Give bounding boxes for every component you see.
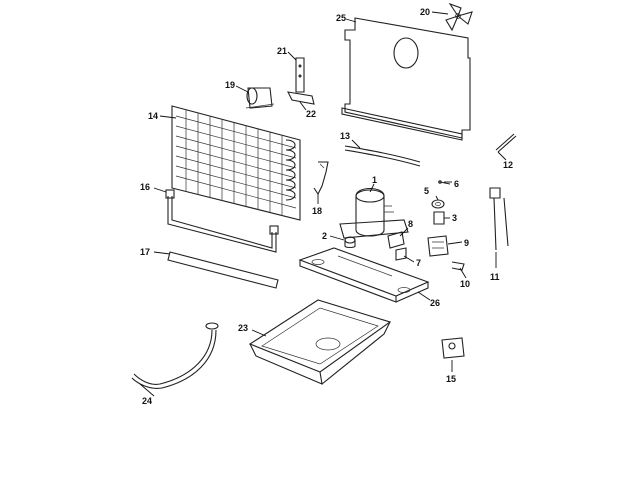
part-12-probe [495, 133, 517, 153]
part-23-drain-pan [248, 299, 392, 385]
callout-23: 23 [238, 323, 248, 333]
callout-24: 24 [142, 396, 152, 406]
part-16-tube [165, 189, 279, 253]
callout-25: 25 [336, 13, 346, 23]
part-9-relay [427, 235, 449, 257]
part-5-grommet [431, 199, 445, 209]
part-25-panel [341, 17, 471, 141]
callout-labels: 25 20 21 22 19 14 13 12 6 5 3 1 2 8 7 9 … [140, 7, 513, 406]
callout-8: 8 [408, 219, 413, 229]
callout-16: 16 [140, 182, 150, 192]
part-6-stud [438, 180, 451, 185]
callout-15: 15 [446, 374, 456, 384]
part-1-compressor [339, 187, 409, 239]
part-20-fan-blade [445, 2, 473, 32]
callout-2: 2 [322, 231, 327, 241]
part-7-connector [395, 247, 407, 261]
leader-lines [139, 11, 507, 397]
part-13-tube [344, 145, 421, 167]
part-8-connector [387, 231, 405, 249]
part-22-clip [287, 91, 315, 105]
callout-20: 20 [420, 7, 430, 17]
callout-12: 12 [503, 160, 513, 170]
callout-1: 1 [372, 175, 377, 185]
callout-19: 19 [225, 80, 235, 90]
callout-21: 21 [277, 46, 287, 56]
callout-9: 9 [464, 238, 469, 248]
callout-26: 26 [430, 298, 440, 308]
part-17-rail [167, 251, 279, 289]
part-18-harness [313, 161, 329, 196]
part-26-base [298, 247, 430, 303]
part-21-bracket [295, 57, 305, 93]
callout-5: 5 [424, 186, 429, 196]
part-2-grommet [344, 236, 356, 249]
callout-14: 14 [148, 111, 158, 121]
part-11-probe [489, 187, 509, 251]
part-10-clamp [451, 261, 465, 271]
callout-7: 7 [416, 258, 421, 268]
part-14-condenser [171, 105, 301, 221]
part-24-hose [131, 322, 219, 389]
callout-6: 6 [454, 179, 459, 189]
callout-17: 17 [140, 247, 150, 257]
callout-11: 11 [490, 272, 500, 282]
part-3-clip [433, 211, 445, 225]
callout-3: 3 [452, 213, 457, 223]
callout-13: 13 [340, 131, 350, 141]
callout-10: 10 [460, 279, 470, 289]
callout-22: 22 [306, 109, 316, 119]
callout-18: 18 [312, 206, 322, 216]
part-19-component [245, 87, 275, 109]
part-15-component [441, 337, 465, 359]
